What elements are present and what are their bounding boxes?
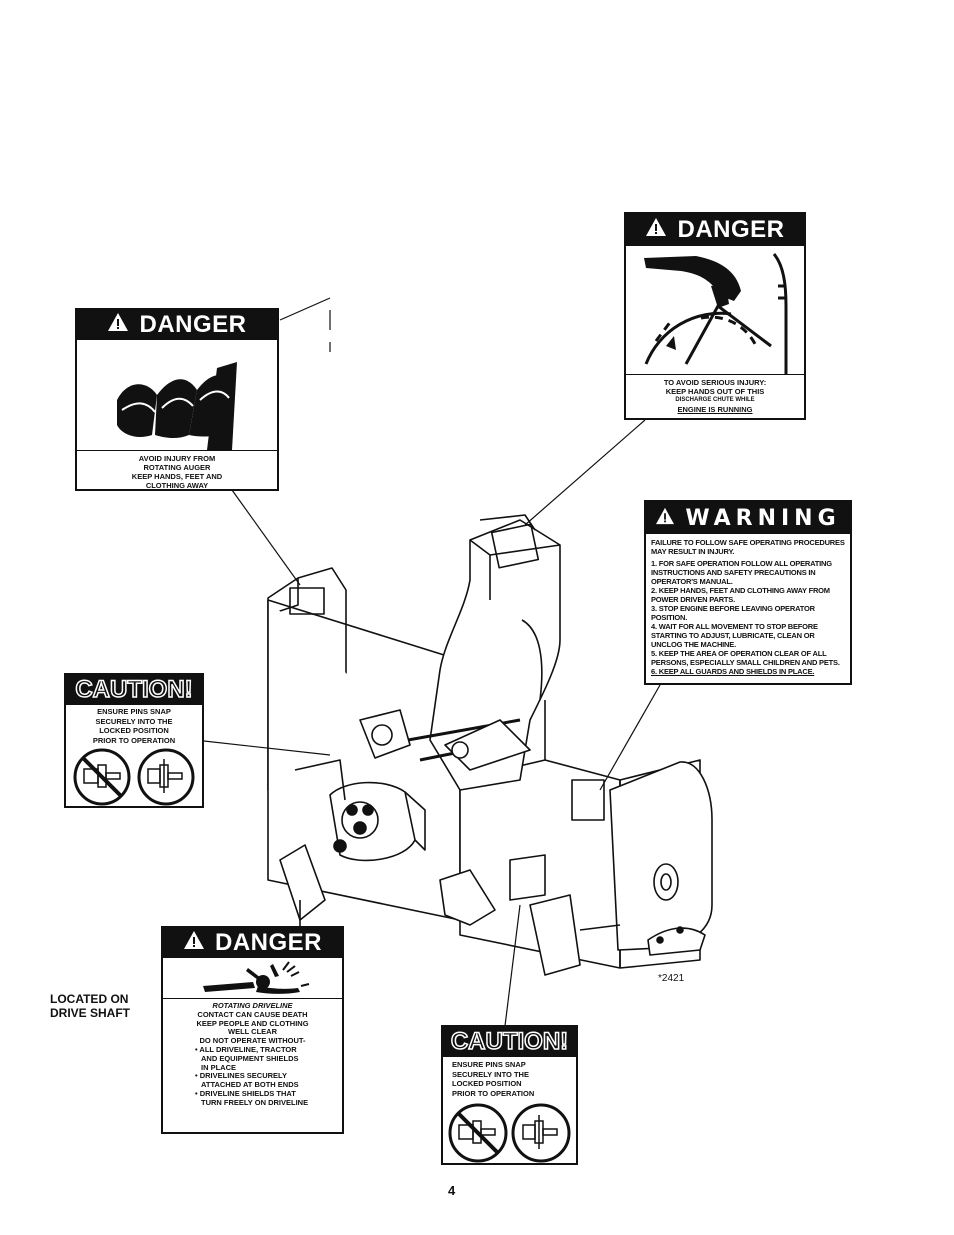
warning-item: 4. WAIT FOR ALL MOVEMENT TO STOP BEFORE … [651,622,818,649]
page-number: 4 [448,1183,456,1198]
auger-danger-text: AVOID INJURY FROM ROTATING AUGER KEEP HA… [77,450,277,489]
warning-body: FAILURE TO FOLLOW SAFE OPERATING PROCEDU… [646,534,850,678]
caution-left-label: CAUTION! ENSURE PINS SNAP SECURELY INTO … [64,673,204,808]
chute-danger-title: DANGER [677,216,785,243]
pin-lock-pictogram [73,748,195,806]
caution-left-text: ENSURE PINS SNAP SECURELY INTO THE LOCKE… [92,707,176,745]
warning-item: 3. STOP ENGINE BEFORE LEAVING OPERATOR P… [651,604,815,622]
figure-number: *2421 [658,973,685,984]
pin-lock-pictogram [448,1103,571,1163]
chute-danger-text: TO AVOID SERIOUS INJURY: KEEP HANDS OUT … [626,374,804,417]
auger-danger-title: DANGER [139,311,247,338]
driveline-danger-title: DANGER [214,929,322,956]
warning-item: 5. KEEP THE AREA OF OPERATION CLEAR OF A… [651,649,840,667]
drive-shaft-text: DRIVE SHAFT [50,1006,131,1020]
auger-danger-label: DANGER AVOID INJURY FROM ROTATING AUGER … [75,308,279,491]
warning-triangle-icon [107,311,129,339]
caution-bottom-label: CAUTION! ENSURE PINS SNAP SECURELY INTO … [441,1025,578,1165]
auger-hazard-pictogram [117,362,237,450]
located-on-callout: LOCATED ON DRIVE SHAFT [50,992,130,1020]
chute-danger-header: DANGER [626,214,804,246]
warning-title: WARNING [685,505,841,531]
driveline-danger-header: DANGER [163,928,342,958]
caution-bottom-text: ENSURE PINS SNAP SECURELY INTO THE LOCKE… [452,1060,535,1098]
warning-triangle-icon [645,216,667,244]
warning-item: 1. FOR SAFE OPERATION FOLLOW ALL OPERATI… [651,559,832,586]
driveline-danger-label: DANGER ROTATING DRIVELINE CONTACT CAN CA… [161,926,344,1134]
warning-label: WARNING FAILURE TO FOLLOW SAFE OPERATING… [644,500,852,685]
chute-danger-label: DANGER TO AVOID SERIOUS INJURY: KEEP HAN… [624,212,806,420]
caution-left-header: CAUTION! [66,675,202,705]
driveline-entanglement-pictogram [203,961,310,994]
warning-header: WARNING [646,502,850,534]
warning-intro: FAILURE TO FOLLOW SAFE OPERATING PROCEDU… [651,538,845,556]
auger-danger-header: DANGER [77,310,277,340]
warning-item: 6. KEEP ALL GUARDS AND SHIELDS IN PLACE. [651,667,815,676]
caution-bottom-header: CAUTION! [443,1027,576,1057]
located-on-text: LOCATED ON [50,992,129,1006]
warning-triangle-icon [655,506,675,531]
warning-item: 2. KEEP HANDS, FEET AND CLOTHING AWAY FR… [651,586,830,604]
warning-triangle-icon [183,929,205,957]
driveline-danger-text: ROTATING DRIVELINE CONTACT CAN CAUSE DEA… [163,998,342,1111]
chute-hazard-pictogram [644,253,788,374]
driveline-danger-subtitle: ROTATING DRIVELINE [212,1001,293,1010]
